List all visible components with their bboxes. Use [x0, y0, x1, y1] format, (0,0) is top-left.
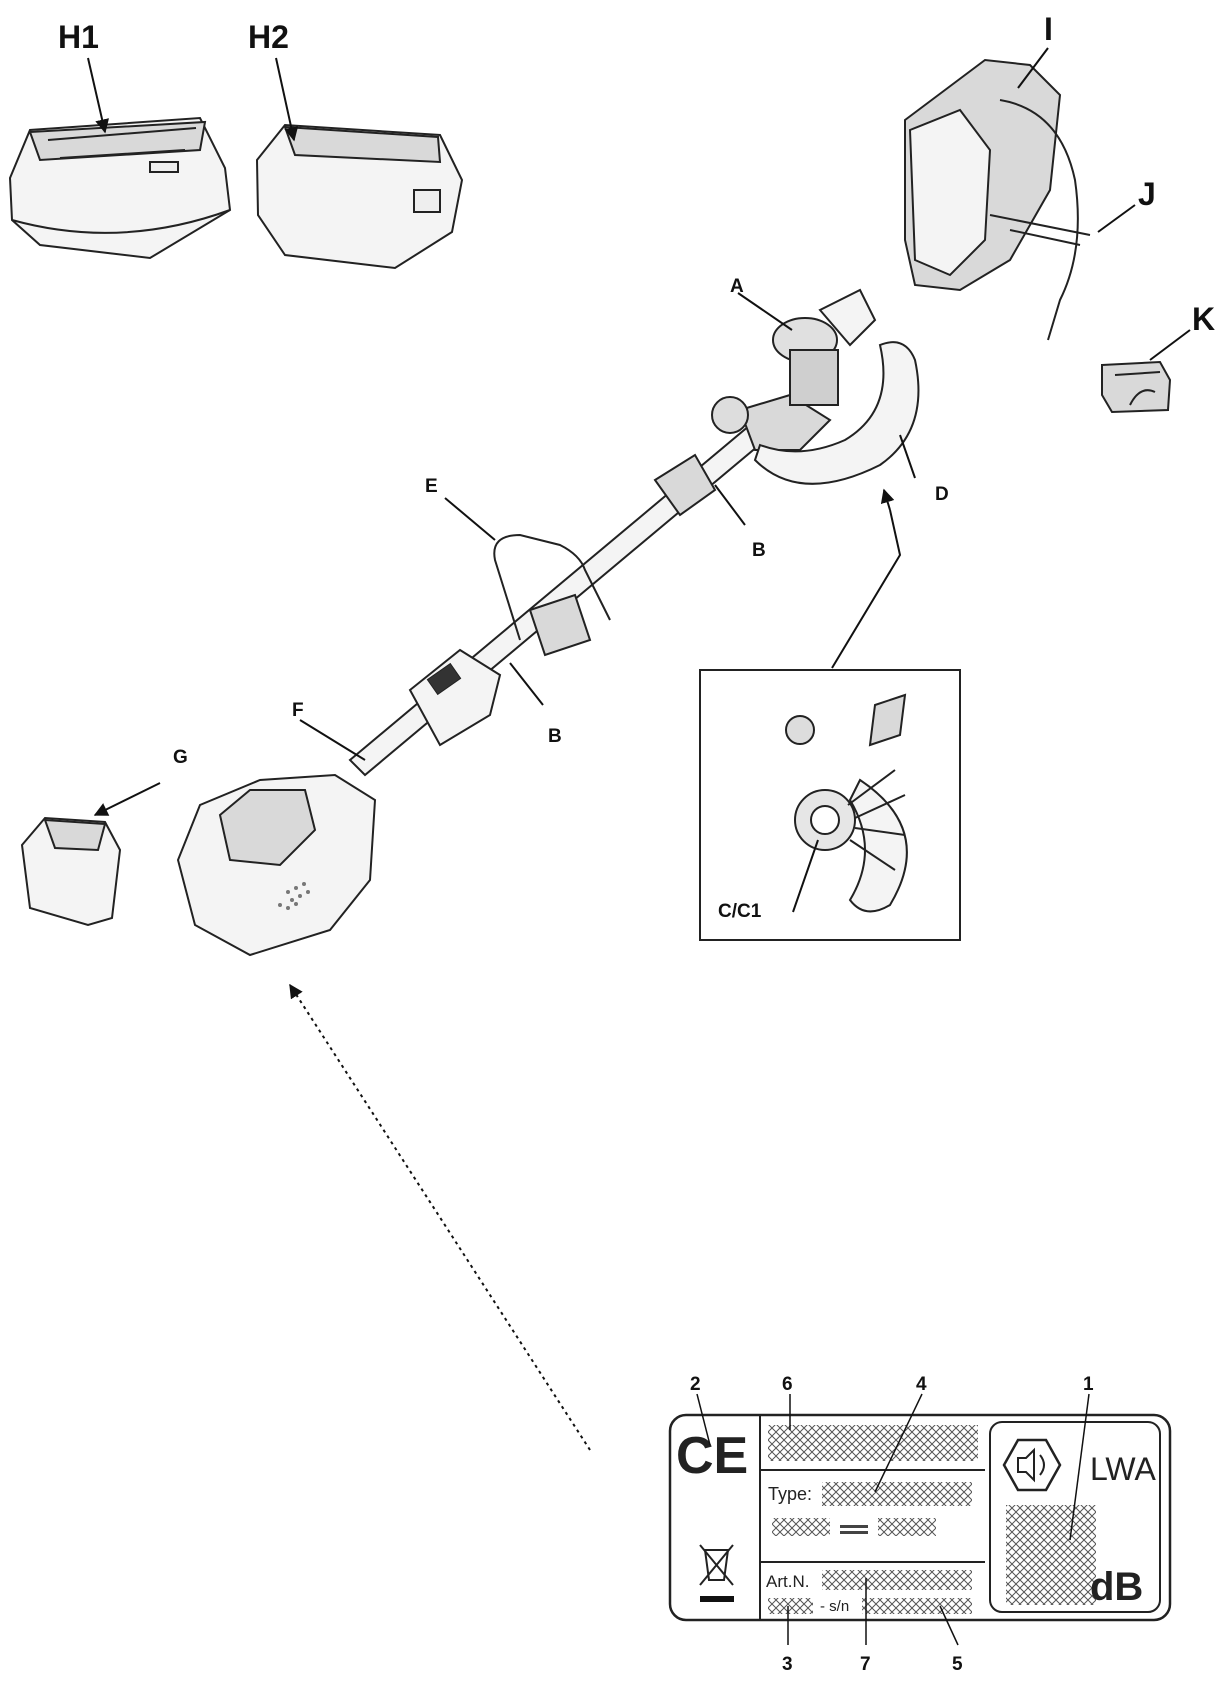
- weee-bin-icon: [699, 1544, 734, 1602]
- trimmer-head-a: [711, 288, 877, 451]
- sound-power-icon: [1002, 1438, 1062, 1492]
- art-label: Art.N.: [766, 1572, 809, 1591]
- arrow-h1: [87, 57, 110, 134]
- type-label: Type:: [768, 1484, 812, 1504]
- leader-i: [1017, 47, 1049, 89]
- label-i: I: [1044, 11, 1053, 47]
- label-k: K: [1192, 301, 1215, 337]
- plate-callout-7: 7: [860, 1654, 871, 1675]
- label-c-c1: C/C1: [718, 901, 762, 922]
- label-f: F: [292, 700, 304, 721]
- detail-box-c: [699, 669, 961, 941]
- label-j: J: [1138, 176, 1156, 212]
- label-h2: H2: [248, 19, 289, 55]
- label-e: E: [425, 476, 438, 497]
- plate-callout-2: 2: [690, 1374, 701, 1395]
- ce-mark: CE: [676, 1427, 748, 1485]
- db-label: dB: [1090, 1565, 1143, 1609]
- rating-plate: CE Type: Art.N. - s/n LWA dB: [668, 1393, 1172, 1646]
- leader-j: [1097, 204, 1136, 233]
- label-h1: H1: [58, 19, 99, 55]
- label-g: G: [173, 747, 188, 768]
- charger-h2: [255, 123, 464, 270]
- leader-k: [1149, 329, 1191, 361]
- plate-callout-1: 1: [1083, 1374, 1094, 1395]
- sn-label: - s/n: [820, 1598, 849, 1615]
- plate-callout-3: 3: [782, 1654, 793, 1675]
- label-d: D: [935, 484, 949, 505]
- guard-d: [753, 341, 920, 485]
- charger-h1: [8, 116, 232, 260]
- trimmer-shaft: [348, 398, 797, 777]
- loop-handle-e: [493, 533, 611, 657]
- battery-pack: [20, 816, 122, 927]
- backpack-battery-i: [904, 58, 1091, 341]
- plate-callout-4: 4: [916, 1374, 927, 1395]
- battery-adapter-k: [1101, 360, 1172, 414]
- motor-housing: [176, 773, 377, 957]
- arrow-h2: [275, 57, 299, 142]
- label-a: A: [730, 276, 744, 297]
- plate-callout-6: 6: [782, 1374, 793, 1395]
- label-b-lower: B: [548, 726, 562, 747]
- leaders: [93, 292, 916, 1451]
- label-b-upper: B: [752, 540, 766, 561]
- plate-callout-5: 5: [952, 1654, 963, 1675]
- lwa-label: LWA: [1090, 1451, 1156, 1487]
